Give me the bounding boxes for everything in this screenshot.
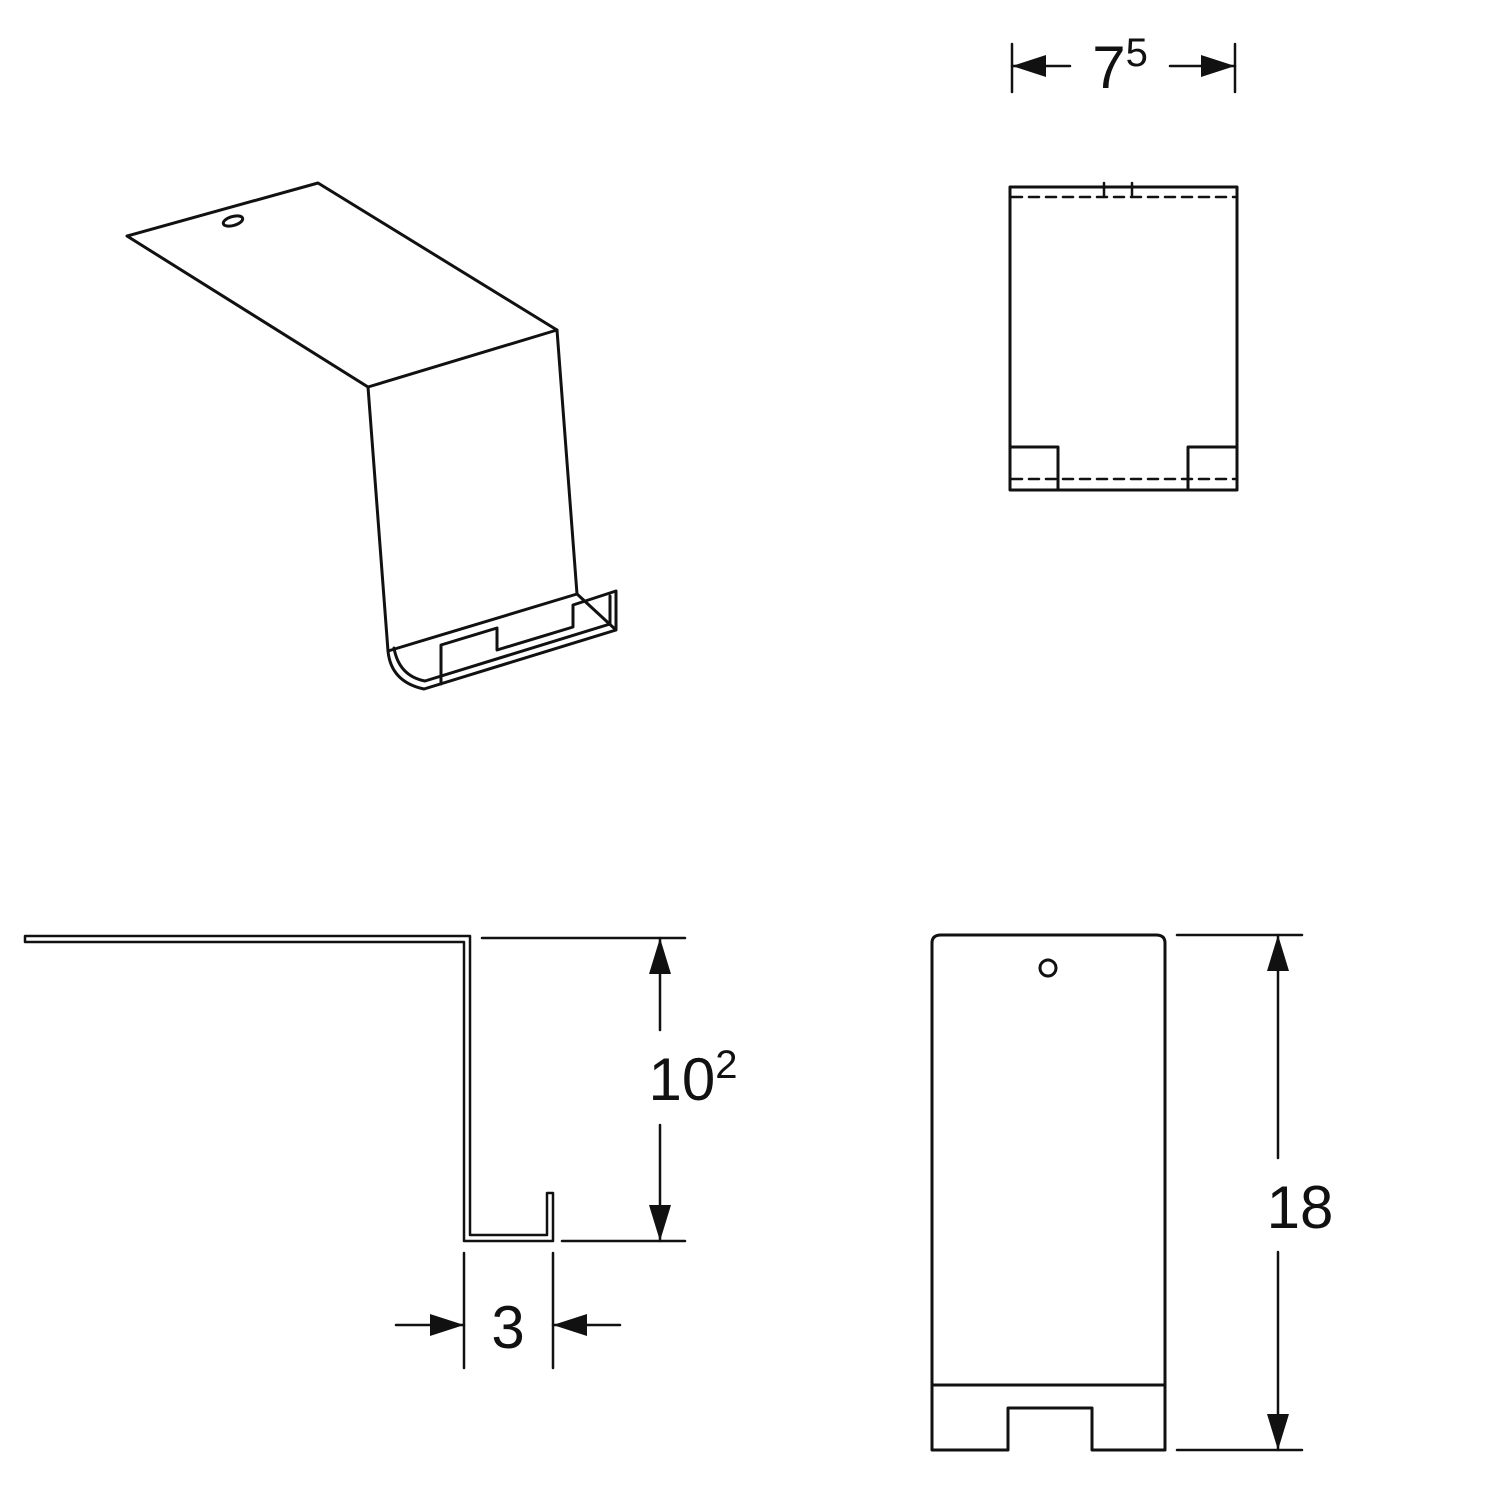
dimension-hook-depth-arrow-left-icon xyxy=(553,1314,587,1336)
dimension-width-sup: 5 xyxy=(1126,31,1148,75)
dimension-width-arrow-right-icon xyxy=(1201,55,1235,77)
iso-top-plate xyxy=(125,181,559,389)
dimension-width-extension-lines xyxy=(1010,42,1237,94)
dimension-overall-height-value: 18 xyxy=(1267,1174,1334,1241)
side-profile-view xyxy=(23,934,555,1243)
dimension-hook-height-extension-lines xyxy=(480,936,687,1243)
dimension-width-arrow-left-icon xyxy=(1012,55,1046,77)
front-width-outline xyxy=(1008,185,1239,492)
front-height-view xyxy=(930,933,1167,1452)
isometric-view xyxy=(125,181,618,691)
front-width-fold-ticks xyxy=(1102,181,1134,199)
dimension-hook-height: 102 xyxy=(480,936,738,1243)
dimension-hook-depth-label: 3 xyxy=(491,1294,524,1361)
dimension-hook-height-arrow-up-icon xyxy=(649,938,671,974)
dimension-hook-depth-extension-lines xyxy=(462,1251,555,1370)
dimension-hook-height-sup: 2 xyxy=(715,1043,737,1087)
dimension-width: 75 xyxy=(1010,31,1237,101)
front-height-screw-hole-icon xyxy=(1038,958,1058,978)
dimension-hook-height-arrow-down-icon xyxy=(649,1205,671,1241)
dimension-overall-height-extension-lines xyxy=(1175,933,1304,1452)
dimension-width-value: 7 xyxy=(1092,34,1125,101)
dimension-overall-height: 18 xyxy=(1175,933,1334,1452)
front-width-view xyxy=(1008,181,1239,492)
dimension-hook-depth-arrow-right-icon xyxy=(430,1314,464,1336)
dimension-hook-height-value: 10 xyxy=(649,1046,716,1113)
front-width-fold-dashed-lines xyxy=(1010,195,1237,481)
dimension-overall-height-label: 18 xyxy=(1267,1174,1334,1241)
dimension-overall-height-arrow-down-icon xyxy=(1267,1414,1289,1450)
side-profile-outline xyxy=(23,934,555,1243)
dimension-overall-height-arrow-up-icon xyxy=(1267,935,1289,971)
dimension-width-label: 75 xyxy=(1092,31,1148,101)
dimension-hook-depth-value: 3 xyxy=(491,1294,524,1361)
iso-hook-inner xyxy=(392,594,612,683)
iso-screw-hole-icon xyxy=(221,214,245,228)
dimension-hook-height-label: 102 xyxy=(649,1043,738,1113)
dimension-hook-depth: 3 xyxy=(394,1251,622,1370)
front-height-outline xyxy=(930,933,1167,1452)
front-width-feet-lines xyxy=(1008,445,1239,492)
iso-front-face xyxy=(366,328,579,653)
